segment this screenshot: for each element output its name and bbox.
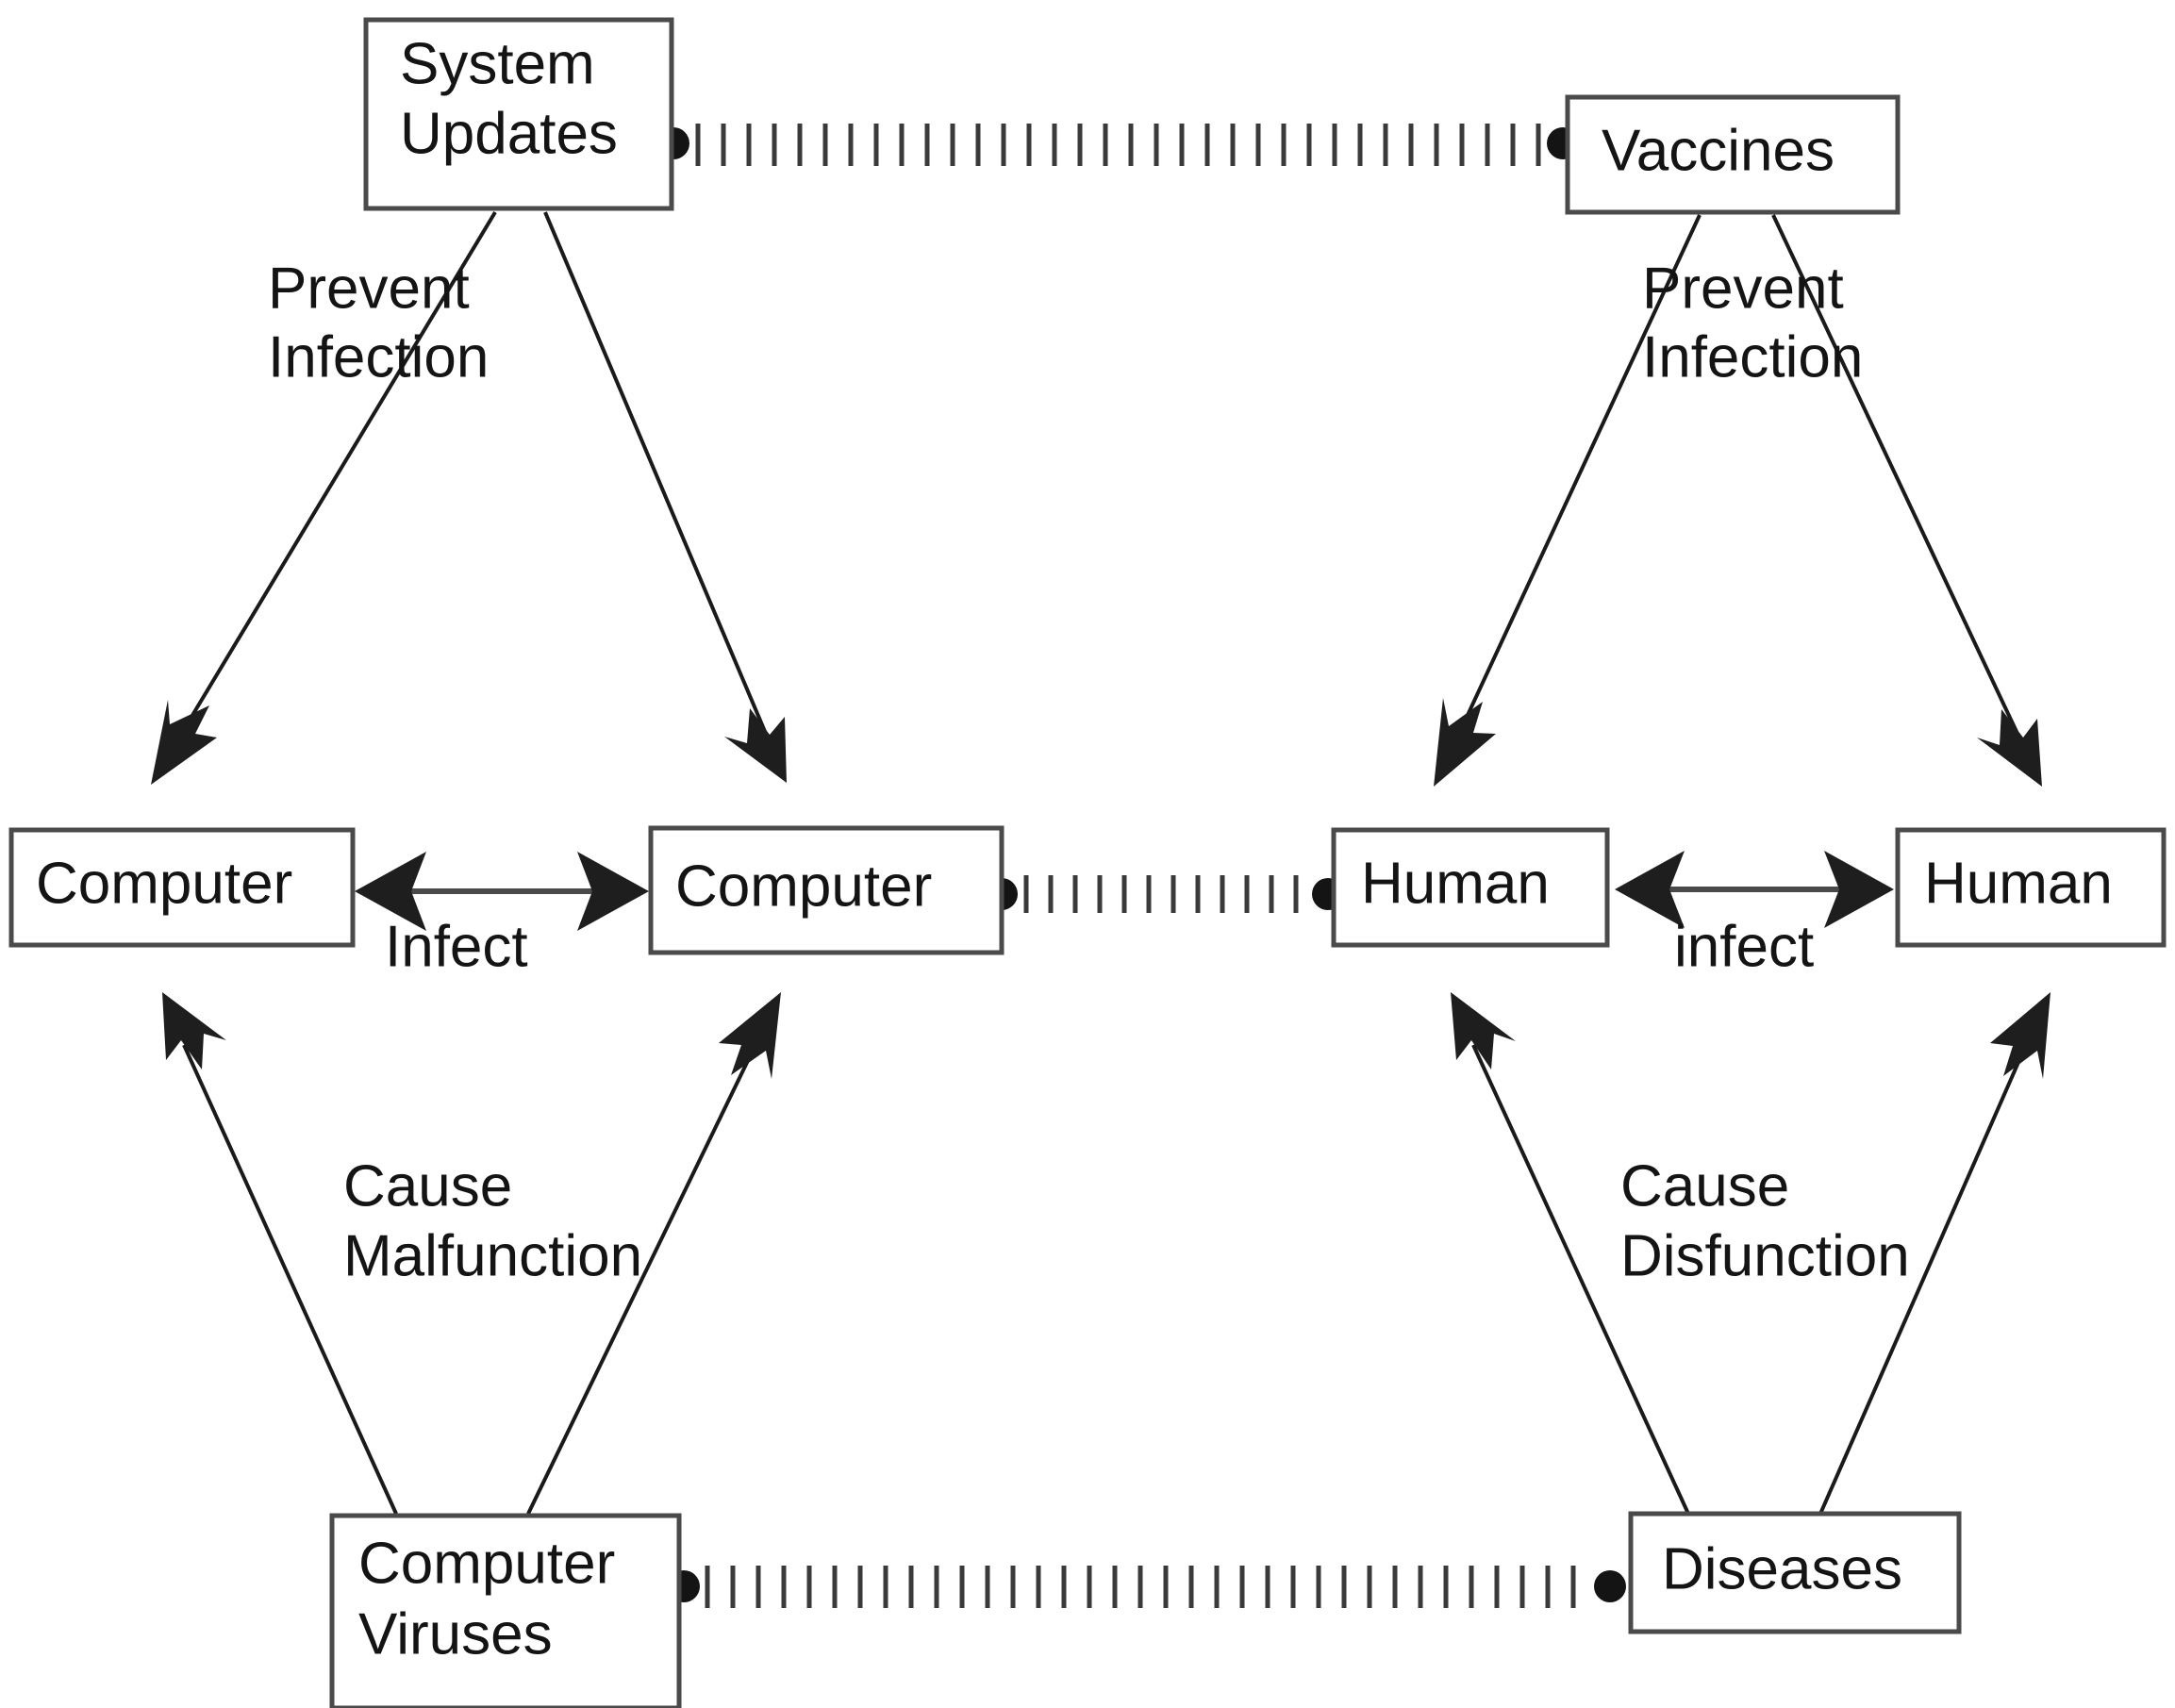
node-label-line1: Computer (36, 851, 292, 916)
arrow-head-icon (724, 708, 787, 783)
edge-computer-infect-computer (355, 852, 649, 931)
edge-system-updates-to-computer-right (543, 211, 787, 783)
edge-label-cause-disfunction: Cause Disfunction (1620, 1153, 1910, 1288)
edge-diseases-to-human-left (1451, 992, 1690, 1515)
node-computer-right[interactable]: Computer (648, 825, 1004, 955)
arrow-head-icon (577, 852, 649, 931)
arrow-head-icon (719, 992, 781, 1079)
edge-label-infect-right: infect (1674, 914, 1814, 979)
arrow-head-icon (151, 700, 217, 785)
arrow-head-icon (1824, 851, 1894, 928)
edge-label-cause-malfunction: Cause Malfunction (343, 1153, 642, 1288)
arrow-head-icon (1615, 851, 1685, 928)
arrow-head-icon (1434, 698, 1496, 787)
edge-diseases-to-human-right (1818, 992, 2050, 1515)
edge-label-prevent-infection-right: Prevent Infection (1642, 256, 1863, 390)
node-label-line2: Viruses (358, 1601, 553, 1667)
ladder-ticks (705, 1566, 1576, 1608)
edge-label-infect-left: Infect (385, 914, 528, 979)
edge-system-updates-to-computer-left (151, 210, 497, 785)
node-diseases[interactable]: Diseases (1628, 1511, 1962, 1634)
ladder-ticks (1023, 875, 1299, 913)
connector-dot-icon (1594, 1570, 1626, 1602)
edge-computer-viruses-to-computer-right (526, 992, 781, 1515)
arrow-head-icon (1977, 709, 2042, 787)
node-label-line2: Updates (400, 101, 618, 166)
node-computer-viruses[interactable]: Computer Viruses (329, 1513, 682, 1708)
edge-vaccines-to-human-left (1434, 214, 1702, 787)
edge-label-line1: Cause (343, 1153, 512, 1219)
analogy-link-viruses-diseases (668, 1566, 1626, 1608)
node-system-updates[interactable]: System Updates (363, 17, 674, 211)
edge-label-line1: Prevent (268, 256, 470, 321)
edge-human-infect-human (1615, 851, 1894, 928)
analogy-link-updates-vaccines (657, 124, 1579, 166)
node-box[interactable] (8, 827, 356, 948)
node-label-line1: System (400, 31, 595, 96)
node-box[interactable] (329, 1513, 682, 1708)
node-vaccines[interactable]: Vaccines (1565, 94, 1901, 215)
node-box[interactable] (363, 17, 674, 211)
node-human-left[interactable]: Human (1331, 827, 1610, 948)
arrow-head-icon (162, 992, 226, 1070)
ladder-ticks (695, 124, 1541, 166)
node-label-line1: Vaccines (1602, 118, 1835, 183)
node-box[interactable] (1331, 827, 1610, 948)
edge-label-line2: Infection (268, 324, 489, 390)
edge-computer-viruses-to-computer-left (162, 992, 398, 1515)
edge-label-text: Infect (385, 914, 528, 979)
edge-label-line1: Prevent (1642, 256, 1844, 321)
edge-label-line1: Cause (1620, 1153, 1789, 1219)
edge-label-text: infect (1674, 914, 1814, 979)
edge-label-line2: Malfunction (343, 1223, 642, 1288)
node-box[interactable] (1895, 827, 2167, 948)
node-box[interactable] (1628, 1511, 1962, 1634)
arrow-head-icon (1990, 992, 2050, 1079)
node-computer-left[interactable]: Computer (8, 827, 356, 948)
node-label-line1: Computer (675, 854, 932, 919)
node-label-line1: Computer (358, 1531, 615, 1596)
node-label-line1: Human (1924, 851, 2113, 916)
edge-vaccines-to-human-right (1771, 214, 2042, 787)
node-label-line1: Human (1361, 851, 1550, 916)
edge-label-prevent-infection-left: Prevent Infection (268, 256, 489, 390)
arrow-head-icon (355, 852, 426, 931)
node-box[interactable] (648, 825, 1004, 955)
analogy-link-computer-human (986, 875, 1344, 913)
node-label-line1: Diseases (1662, 1536, 1902, 1601)
edge-label-line2: Infection (1642, 324, 1863, 390)
arrow-head-icon (1451, 992, 1516, 1070)
edge-label-line2: Disfunction (1620, 1223, 1910, 1288)
node-box[interactable] (1565, 94, 1901, 215)
node-human-right[interactable]: Human (1895, 827, 2167, 948)
